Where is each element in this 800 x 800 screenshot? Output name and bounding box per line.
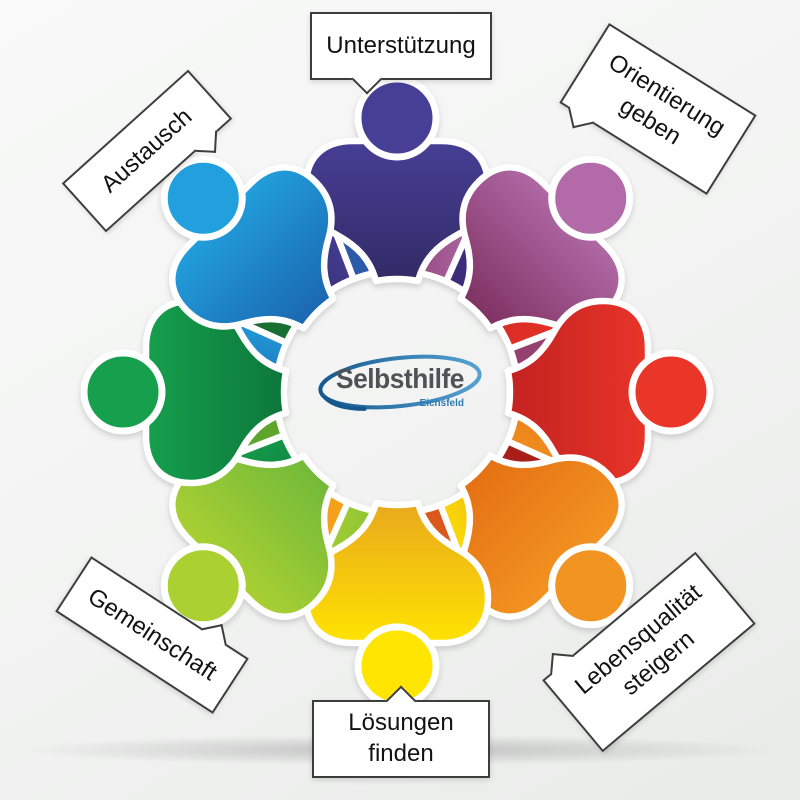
logo-title: Selbsthilfe xyxy=(336,363,464,394)
logo-swoosh-icon xyxy=(318,354,482,411)
label-text: Unterstützung xyxy=(326,31,476,59)
person-orange xyxy=(457,452,634,629)
person-magenta xyxy=(457,155,634,332)
person-orange-head xyxy=(548,543,634,629)
person-yellow xyxy=(302,499,492,709)
bubble-tail xyxy=(200,623,227,651)
bubble-tail xyxy=(550,653,574,677)
person-azure xyxy=(160,155,337,332)
person-azure-head xyxy=(160,155,246,241)
bubble-tail xyxy=(194,129,218,153)
person-orange-body xyxy=(457,452,625,620)
person-red-body xyxy=(504,297,652,487)
label-text: finden xyxy=(368,740,434,767)
person-red xyxy=(504,297,714,487)
person-green-body xyxy=(142,297,290,487)
person-lime-body xyxy=(169,452,337,620)
person-magenta-body xyxy=(457,164,625,332)
person-red-head xyxy=(628,349,714,435)
person-green xyxy=(80,297,290,487)
label-loesungen-finden: Lösungen finden xyxy=(312,685,490,778)
person-magenta-head xyxy=(548,155,634,241)
person-azure-body xyxy=(169,164,337,332)
person-green-head xyxy=(80,349,166,435)
logo-subtitle: Eichsfeld xyxy=(419,398,464,409)
label-unterstuetzung: Unterstützung xyxy=(310,12,492,95)
selbsthilfe-logo: Selbsthilfe Eichsfeld xyxy=(314,352,486,416)
person-yellow-body xyxy=(302,499,492,647)
